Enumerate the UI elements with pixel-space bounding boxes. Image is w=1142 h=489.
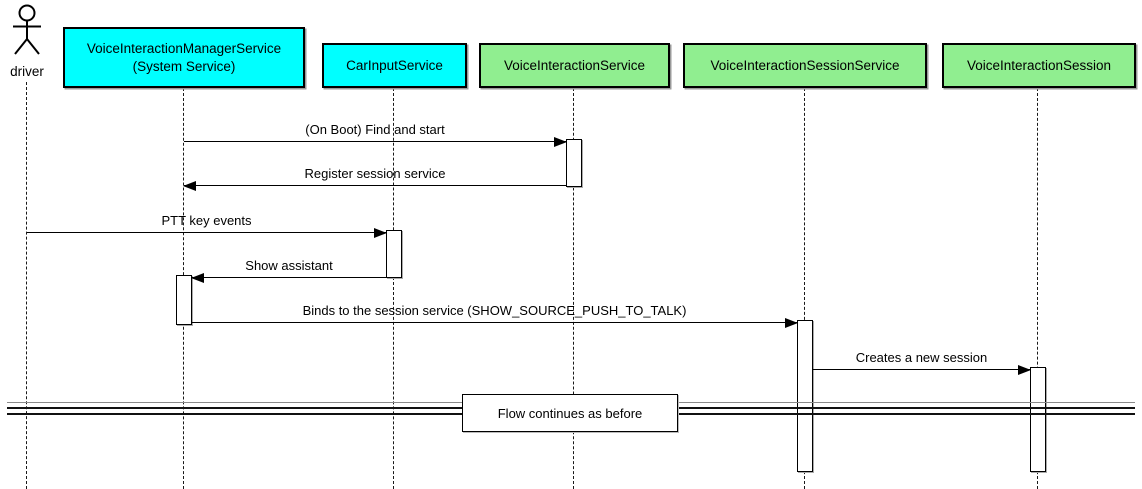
participant-name: VoiceInteractionService bbox=[503, 57, 646, 73]
message-line bbox=[184, 136, 567, 147]
lifeline-voiceinteractionsessionservice bbox=[804, 88, 805, 489]
message-label: Creates a new session bbox=[855, 350, 988, 365]
lifeline-voiceinteractionsession bbox=[1037, 88, 1038, 489]
arrowhead-right-icon bbox=[785, 317, 798, 328]
actor-driver-label: driver bbox=[10, 64, 44, 79]
message-label: Binds to the session service (SHOW_SOURC… bbox=[302, 303, 687, 318]
lifeline-driver bbox=[26, 82, 27, 489]
activation-carinputservice bbox=[386, 230, 402, 278]
message-line bbox=[183, 180, 566, 191]
message-show-assistant: Show assistant bbox=[191, 258, 386, 283]
participant-voiceinteractionsessionservice: VoiceInteractionSessionService bbox=[683, 43, 927, 88]
message-creates-a-new-session: Creates a new session bbox=[813, 350, 1031, 375]
participant-name: VoiceInteractionSession bbox=[966, 57, 1112, 73]
message-binds-to-session-service: Binds to the session service (SHOW_SOURC… bbox=[192, 303, 798, 328]
message-ptt-key-events: PTT key events bbox=[27, 213, 387, 238]
message-on-boot-find-and-start: (On Boot) Find and start bbox=[184, 122, 567, 147]
message-label: Show assistant bbox=[245, 258, 333, 273]
message-line bbox=[813, 364, 1031, 375]
actor-driver-icon bbox=[13, 4, 41, 55]
arrowhead-right-icon bbox=[554, 136, 567, 147]
message-register-session-service: Register session service bbox=[183, 166, 566, 191]
lifeline-voiceinteractionservice bbox=[573, 88, 574, 489]
activation-voiceinteractionmanagerservice bbox=[176, 275, 192, 325]
participant-carinputservice: CarInputService bbox=[322, 43, 467, 88]
participant-voiceinteractionservice: VoiceInteractionService bbox=[479, 43, 670, 88]
activation-voiceinteractionsessionservice bbox=[797, 320, 813, 472]
activation-voiceinteractionsession bbox=[1030, 367, 1046, 472]
message-line bbox=[27, 227, 387, 238]
message-line bbox=[191, 272, 386, 283]
divider-label: Flow continues as before bbox=[497, 405, 643, 421]
arrowhead-right-icon bbox=[1018, 364, 1031, 375]
arrowhead-left-icon bbox=[191, 272, 204, 283]
message-label: (On Boot) Find and start bbox=[305, 122, 445, 137]
message-label: Register session service bbox=[304, 166, 446, 181]
participant-subtitle: (System Service) bbox=[132, 58, 236, 74]
arrowhead-right-icon bbox=[374, 227, 387, 238]
divider-label-box: Flow continues as before bbox=[462, 394, 678, 432]
arrowhead-left-icon bbox=[183, 180, 196, 191]
message-line bbox=[192, 317, 798, 328]
participant-name: CarInputService bbox=[346, 57, 443, 73]
participant-voiceinteractionsession: VoiceInteractionSession bbox=[942, 43, 1136, 88]
participant-voiceinteractionmanagerservice: VoiceInteractionManagerService (System S… bbox=[63, 27, 305, 88]
participant-name: VoiceInteractionManagerService bbox=[86, 40, 282, 56]
participant-name: VoiceInteractionSessionService bbox=[710, 57, 900, 73]
activation-voiceinteractionservice bbox=[566, 139, 582, 187]
message-label: PTT key events bbox=[161, 213, 252, 228]
lifeline-carinputservice bbox=[393, 88, 394, 489]
